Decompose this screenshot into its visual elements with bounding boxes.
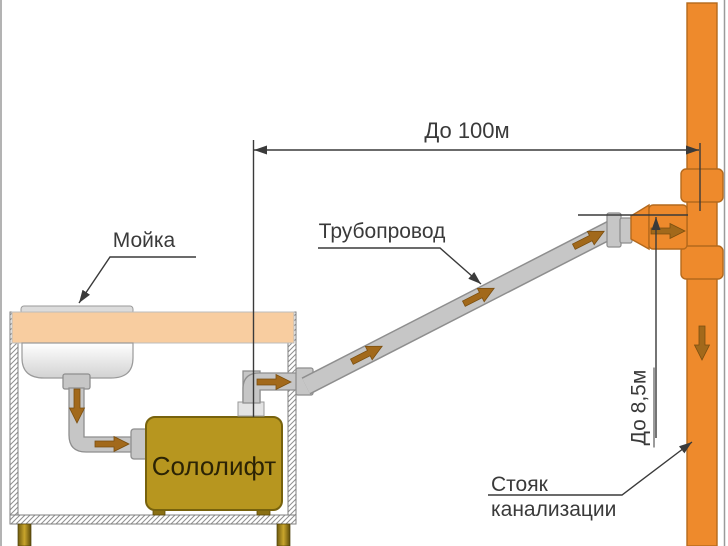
dimension-100m-label: До 100м xyxy=(424,118,510,143)
sink-assembly xyxy=(11,305,295,390)
dimension-8-5m-label: До 8,5м xyxy=(627,367,655,448)
outlet-flange xyxy=(237,401,265,417)
riser-coupling-top xyxy=(680,168,724,203)
cabinet-leg-left xyxy=(17,523,32,546)
riser-label: Стояк канализации xyxy=(491,472,631,522)
pump-label: Сололифт xyxy=(151,451,277,481)
cabinet-right-wall xyxy=(287,311,297,525)
drain-piping xyxy=(68,387,149,460)
leader-pipeline xyxy=(318,247,482,285)
cabinet-left-wall xyxy=(9,311,19,525)
outlet-piping xyxy=(237,367,314,417)
sink-basin xyxy=(21,342,134,379)
pipeline-label: Трубопровод xyxy=(318,220,446,243)
riser-socket-bottom xyxy=(680,245,724,280)
riser-tee-branch xyxy=(648,204,688,250)
cabinet-bottom xyxy=(9,514,297,525)
riser-branch-cone xyxy=(630,203,650,251)
pipeline-adapter-collar xyxy=(606,212,622,248)
countertop xyxy=(11,311,295,344)
annotations xyxy=(78,140,701,496)
sink-label: Мойка xyxy=(112,229,176,252)
pipeline-adapter-step xyxy=(619,217,633,244)
cabinet-leg-right xyxy=(276,523,291,546)
pump-body xyxy=(145,416,283,511)
pump-unit xyxy=(145,416,283,516)
riser-label-line1: Стояк xyxy=(491,473,548,496)
sink-drain-fitting xyxy=(62,373,91,390)
riser-label-line2: канализации xyxy=(491,498,617,521)
cabinet xyxy=(9,311,297,546)
leader-riser xyxy=(488,441,693,496)
sewage-riser xyxy=(630,2,724,546)
leader-sink xyxy=(78,256,196,304)
